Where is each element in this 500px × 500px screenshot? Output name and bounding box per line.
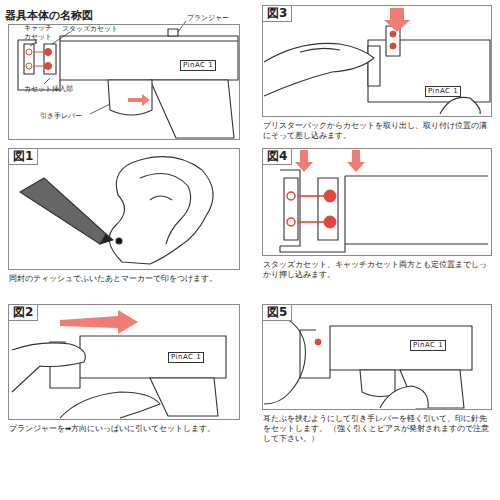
direction-arrow <box>295 150 313 172</box>
leader-line <box>52 32 70 44</box>
direction-arrow <box>128 94 150 106</box>
studs-cassette <box>44 44 56 74</box>
arrows <box>60 8 410 334</box>
stud <box>45 49 52 56</box>
instruction-caption: プランジャーを➡方向にいっぱいに引いてセットします。 <box>9 424 239 434</box>
catch-cassette <box>284 178 298 240</box>
leader-line <box>90 104 110 114</box>
leader-lines <box>30 21 186 114</box>
part-name: キャッチ カセット <box>24 24 56 42</box>
hand <box>60 392 160 418</box>
thumb <box>440 97 480 114</box>
gun-body <box>330 326 472 370</box>
stud-pin <box>298 195 324 197</box>
figure-number: 図4 <box>262 148 292 165</box>
catch <box>287 218 295 226</box>
cassette-holder <box>18 40 60 90</box>
brand-mark: PinAC 1 <box>425 86 461 97</box>
stud <box>324 216 336 228</box>
part-name: 引き手レバー <box>40 112 100 121</box>
mark-dot <box>116 238 122 244</box>
figure-panel: 図4スタッズカセット、キャッチカセット両方とも定位置までしっかり押し込みます。 <box>262 148 492 256</box>
catch-cassette <box>24 44 34 74</box>
stud <box>315 339 321 345</box>
stud-pin <box>34 52 45 53</box>
studs-cassette <box>318 178 338 240</box>
stud <box>390 31 396 37</box>
catch <box>26 49 32 55</box>
hand <box>264 43 374 96</box>
stud <box>324 190 336 202</box>
gun-ridge <box>60 40 238 41</box>
figure-panel: 図1同封のティッシュでふいたあとマーカーで印をつけます。 <box>8 148 240 270</box>
gun-handle <box>150 80 234 138</box>
finger-line <box>300 48 340 52</box>
figure-panel: 図3ブリスターパックからカセットを取り出し、取り付け位置の溝にそって差し込みます… <box>262 5 492 117</box>
pull-lever <box>108 80 152 115</box>
panel-heading: 器具本体の名称図 <box>5 9 93 22</box>
instruction-caption: 耳たぶを挟むようにして引き手レバーを軽く引いて、印に針先をセットします。 （強く… <box>263 414 491 444</box>
figure-panel: 図5耳たぶを挟むようにして引き手レバーを軽く引いて、印に針先をセットします。 （… <box>262 304 492 410</box>
pull-lever <box>360 370 395 397</box>
instruction-caption: ブリスターパックからカセットを取り出し、取り付け位置の溝にそって差し込みます。 <box>263 121 491 141</box>
cassette-slot <box>368 46 380 86</box>
figure-panel: 図2プランジャーを➡方向にいっぱいに引いてセットします。 <box>8 304 240 420</box>
direction-arrow <box>60 310 138 334</box>
part-name: スタッズカセット <box>62 25 142 34</box>
hand <box>380 386 428 408</box>
leader-line <box>178 21 186 32</box>
stud-pin <box>34 66 45 67</box>
instruction-caption: スタッズカセット、キャッチカセット両方とも定位置までしっかり押し込みます。 <box>263 260 491 280</box>
ear-inner <box>150 196 172 200</box>
brand-mark: PinAC 1 <box>168 352 204 363</box>
cassette-holder <box>300 330 330 378</box>
stud <box>45 63 52 70</box>
brand-mark: PinAC 1 <box>410 340 446 351</box>
instruction-caption: 同封のティッシュでふいたあとマーカーで印をつけます。 <box>9 274 239 284</box>
catch <box>287 192 295 200</box>
gun-body <box>80 336 226 378</box>
figure-number: 図5 <box>262 304 292 321</box>
illustration-group <box>12 26 490 418</box>
figure-number: 図2 <box>8 304 38 321</box>
figure-number: 図3 <box>262 5 292 22</box>
stud-pin <box>298 221 324 223</box>
brand-mark: PinAC 1 <box>180 60 216 71</box>
direction-arrow <box>347 150 365 172</box>
gun-handle <box>150 378 218 416</box>
catch <box>26 63 32 69</box>
leader-line <box>44 78 50 84</box>
figure-number: 図1 <box>8 148 38 165</box>
earlobe <box>264 310 305 404</box>
marker-tip <box>100 234 113 244</box>
ear <box>109 157 213 264</box>
stud <box>390 43 396 49</box>
direction-arrow <box>384 8 410 32</box>
leader-line <box>30 42 36 46</box>
gun-body <box>60 36 238 80</box>
catch-holder <box>280 170 345 252</box>
hand <box>12 343 85 392</box>
gun-body <box>345 176 488 244</box>
part-name: カセット挿入部 <box>24 85 94 94</box>
figure-panel: 器具本体の名称図 <box>8 24 240 140</box>
red-parts <box>26 31 396 345</box>
plunger-knob <box>168 29 178 36</box>
marker-pen <box>20 178 106 244</box>
part-name: プランジャー <box>187 14 247 23</box>
ear-inner <box>140 174 191 245</box>
